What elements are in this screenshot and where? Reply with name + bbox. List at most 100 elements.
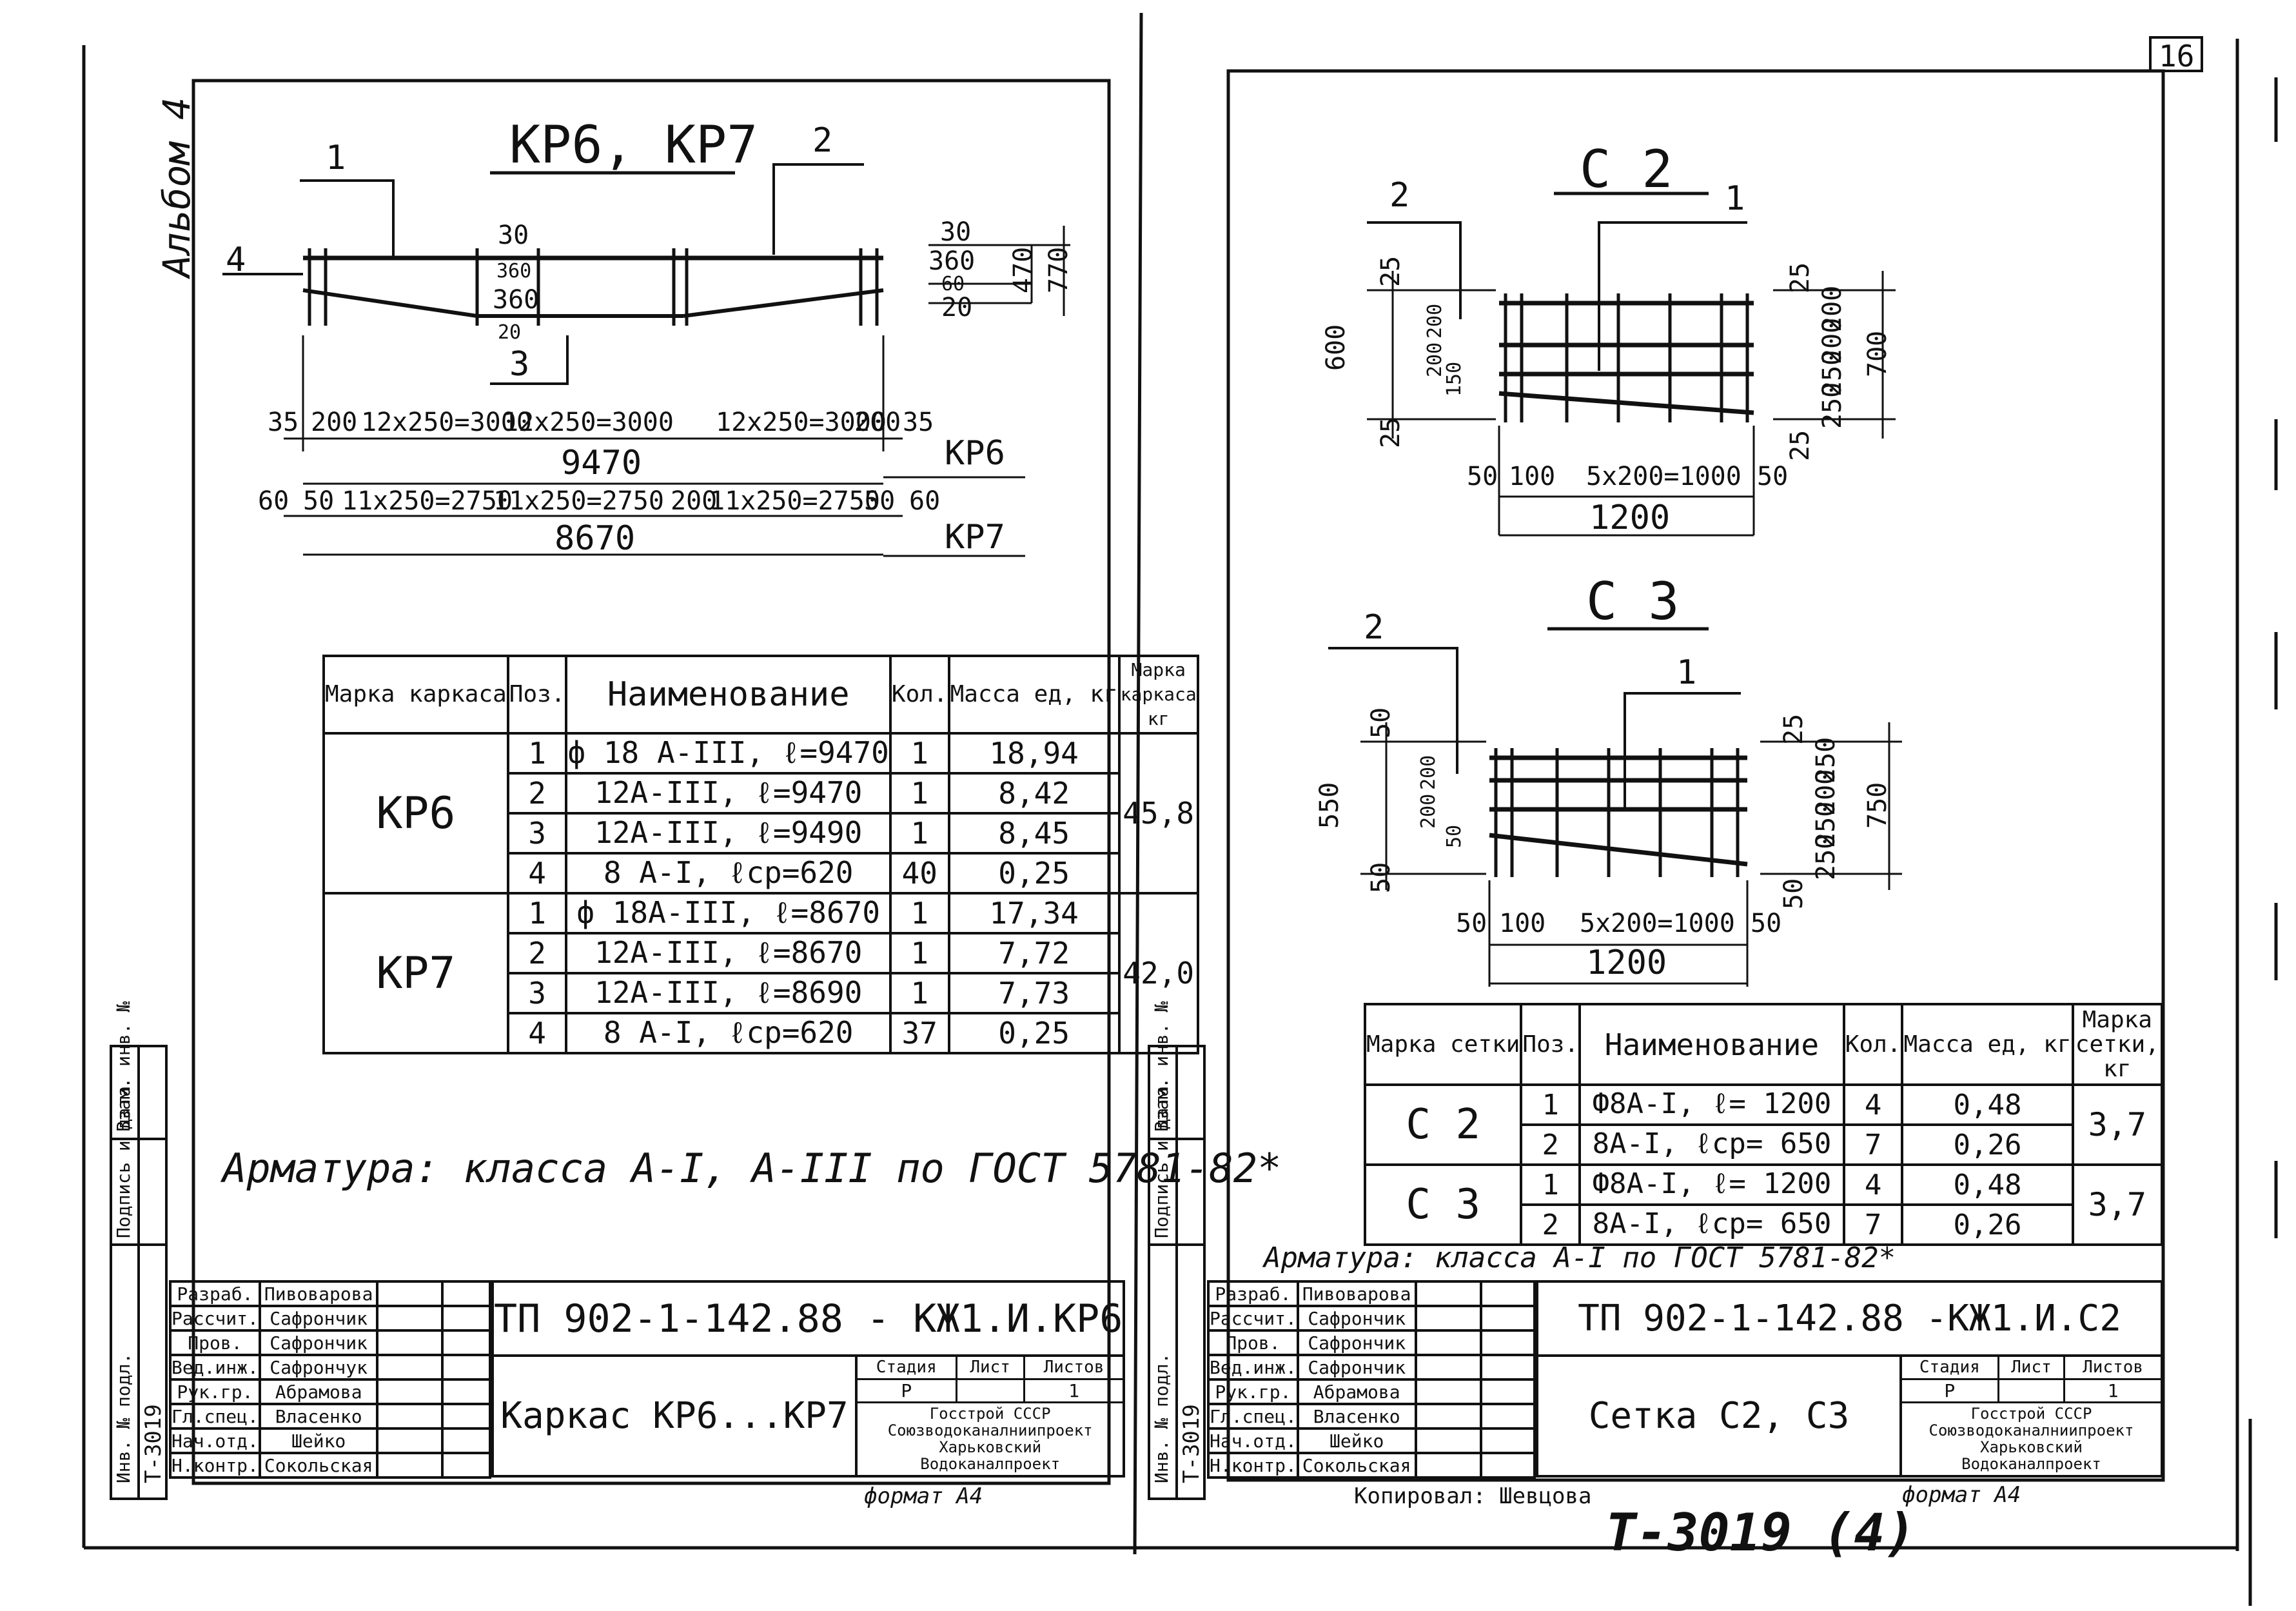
svg-text:750: 750	[1863, 782, 1892, 829]
right-format: формат А4	[1902, 1482, 2021, 1508]
svg-text:25: 25	[1376, 417, 1406, 448]
svg-text:200: 200	[854, 408, 901, 437]
svg-text:250: 250	[1811, 737, 1841, 784]
svg-text:50: 50	[303, 486, 334, 516]
svg-text:12x250=3000: 12x250=3000	[361, 408, 532, 437]
svg-text:100: 100	[1509, 462, 1555, 491]
copied-by: Копировал: Шевцова	[1354, 1483, 1592, 1509]
svg-text:360: 360	[496, 260, 531, 282]
svg-text:250: 250	[1818, 382, 1847, 429]
right-sheet-title: Сетка С2, С3	[1536, 1354, 1902, 1478]
kr-title: КР6, КР7	[509, 115, 758, 175]
svg-text:11x250=2750: 11x250=2750	[342, 486, 513, 516]
svg-text:20: 20	[498, 321, 521, 344]
svg-text:30: 30	[940, 217, 971, 247]
svg-text:50: 50	[1779, 878, 1809, 909]
svg-text:20: 20	[941, 293, 972, 322]
mesh-drawings: С 2 2 1 25 600 200 200 150 25 25 200 200…	[1315, 139, 1902, 987]
svg-text:470: 470	[1008, 247, 1038, 293]
callout-1: 1	[326, 139, 346, 177]
kr7-total: 8670	[554, 519, 635, 558]
left-doc-code: ТП 902-1-142.88 - КЖ1.И.КР6	[491, 1280, 1126, 1357]
svg-text:25: 25	[1785, 430, 1815, 461]
svg-text:50: 50	[1467, 462, 1498, 491]
left-format: формат А4	[864, 1483, 983, 1509]
svg-text:250: 250	[1811, 802, 1841, 848]
left-sheet-title: Каркас КР6...КР7	[491, 1354, 858, 1478]
svg-text:550: 550	[1315, 782, 1344, 829]
right-stamp-roles: Разраб.Пивоварова Рассчит.Сафрончик Пров…	[1207, 1280, 1536, 1479]
kr-rebar-note: Арматура: класса А-I, А-III по ГОСТ 5781…	[222, 1145, 1282, 1192]
svg-text:60: 60	[258, 486, 289, 516]
svg-text:11x250=2750: 11x250=2750	[493, 486, 664, 516]
svg-text:360: 360	[493, 285, 539, 315]
svg-text:50: 50	[1366, 707, 1396, 738]
mesh-spec-table: Марка сетки Поз. Наименование Кол. Масса…	[1363, 1003, 2164, 1246]
svg-text:100: 100	[1499, 909, 1545, 938]
left-stamp-main: ТП 902-1-142.88 - КЖ1.И.КР6 Каркас КР6..…	[491, 1280, 1126, 1478]
svg-text:50: 50	[1456, 909, 1487, 938]
svg-text:12x250=3000: 12x250=3000	[503, 408, 674, 437]
svg-text:50: 50	[1751, 909, 1781, 938]
svg-text:200: 200	[1424, 304, 1446, 339]
svg-text:770: 770	[1044, 247, 1074, 293]
svg-text:200: 200	[1417, 794, 1440, 829]
kr6-total: 9470	[561, 444, 642, 482]
callout-3: 3	[509, 345, 529, 384]
svg-text:2: 2	[1364, 608, 1384, 647]
left-stamp-roles: Разраб.Пивоварова Рассчит.Сафрончик Пров…	[169, 1280, 492, 1479]
svg-text:12x250=3000: 12x250=3000	[716, 408, 887, 437]
svg-text:1: 1	[1676, 653, 1696, 692]
svg-text:200: 200	[1417, 755, 1440, 790]
svg-text:60: 60	[909, 486, 940, 516]
svg-text:50: 50	[1443, 825, 1466, 848]
callout-2: 2	[812, 121, 832, 160]
svg-text:35: 35	[268, 408, 299, 437]
archive-number: Т-3019 (4)	[1605, 1503, 1916, 1563]
svg-text:30: 30	[498, 221, 529, 250]
c3-title: С 3	[1586, 571, 1680, 631]
c2-title: С 2	[1580, 139, 1673, 199]
svg-text:60: 60	[941, 273, 965, 295]
svg-text:200: 200	[311, 408, 357, 437]
right-side-strip	[1148, 1045, 1206, 1500]
svg-text:200: 200	[1811, 769, 1841, 816]
kr-spec-table: Марка каркаса Поз. Наименование Кол. Мас…	[322, 655, 1199, 1054]
kr-frame-drawing: КР6, КР7 1 2 4 30 360 360 20 3 30 360 60…	[222, 115, 1074, 558]
svg-text:250: 250	[1811, 834, 1841, 880]
svg-text:150: 150	[1443, 362, 1466, 397]
svg-text:1: 1	[1725, 179, 1745, 218]
svg-text:25: 25	[1785, 262, 1815, 293]
svg-text:25: 25	[1779, 714, 1809, 745]
svg-text:200: 200	[1424, 342, 1446, 377]
svg-text:50: 50	[1757, 462, 1788, 491]
svg-text:5x200=1000: 5x200=1000	[1580, 909, 1735, 938]
svg-text:200: 200	[671, 486, 717, 516]
svg-text:11x250=2750: 11x250=2750	[709, 486, 880, 516]
svg-text:200: 200	[1818, 286, 1847, 332]
svg-text:25: 25	[1376, 256, 1406, 287]
right-doc-code: ТП 902-1-142.88 -КЖ1.И.С2	[1536, 1280, 2163, 1357]
svg-text:50: 50	[864, 486, 895, 516]
mesh-rebar-note: Арматура: класса А-I по ГОСТ 5781-82*	[1264, 1241, 1896, 1274]
page-number: 16	[2159, 39, 2195, 74]
svg-text:600: 600	[1321, 324, 1351, 371]
svg-text:360: 360	[928, 246, 975, 276]
right-stamp-main: ТП 902-1-142.88 -КЖ1.И.С2 Сетка С2, С3 С…	[1536, 1280, 2163, 1478]
left-side-strip	[110, 1045, 168, 1500]
svg-text:1200: 1200	[1589, 499, 1670, 537]
svg-text:50: 50	[1366, 862, 1396, 893]
svg-text:700: 700	[1863, 331, 1892, 377]
